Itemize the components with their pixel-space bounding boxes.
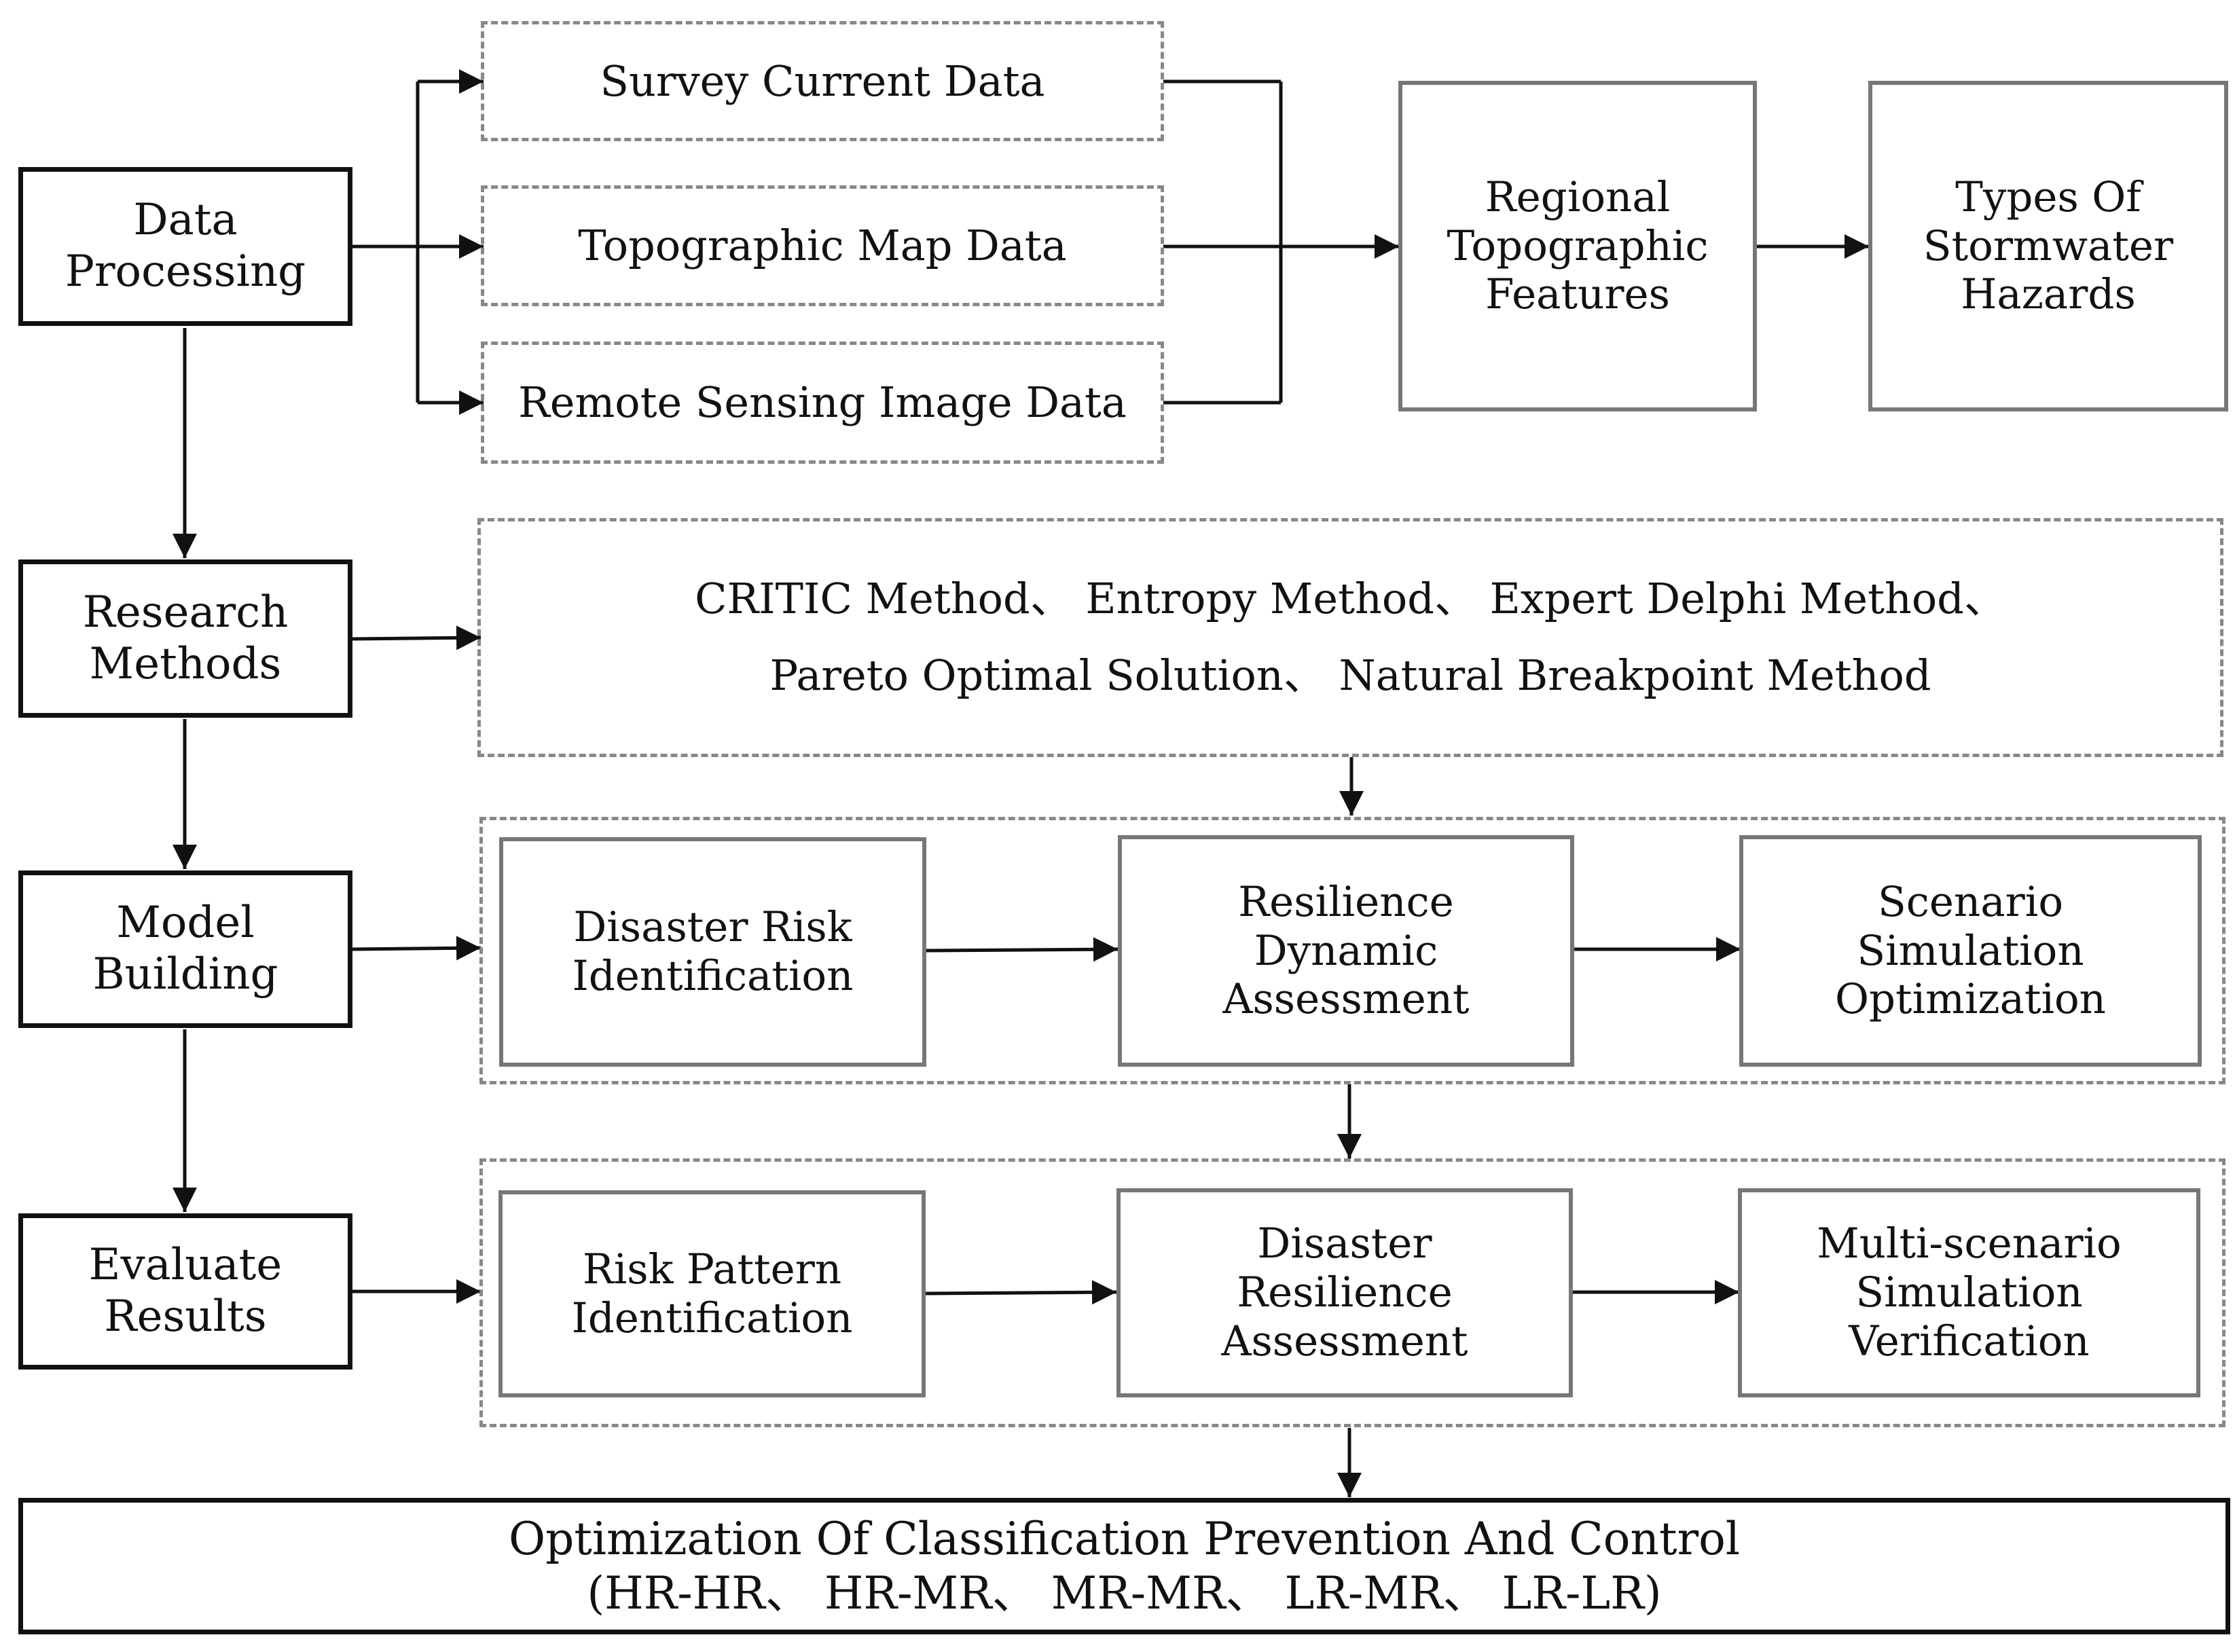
arrow-risk-to-resilience xyxy=(924,937,1119,962)
stage-evaluate-results-label: Evaluate Results xyxy=(88,1240,283,1342)
data-source-survey: Survey Current Data xyxy=(481,21,1164,141)
disaster-resilience-assessment-label: Disaster Resilience Assessment xyxy=(1221,1219,1468,1365)
outcome-line-1: Optimization Of Classification Preventio… xyxy=(509,1513,1740,1566)
scenario-simulation-optimization-label: Scenario Simulation Optimization xyxy=(1835,877,2106,1024)
stormwater-hazard-types-label: Types Of Stormwater Hazards xyxy=(1923,172,2174,319)
arrow-pattern-to-disaster-resilience xyxy=(924,1280,1117,1305)
data-source-topographic-map-label: Topographic Map Data xyxy=(578,221,1067,271)
disaster-resilience-assessment-box: Disaster Resilience Assessment xyxy=(1116,1188,1573,1397)
disaster-risk-identification-box: Disaster Risk Identification xyxy=(499,837,926,1067)
multi-scenario-simulation-verification-box: Multi-scenario Simulation Verification xyxy=(1738,1188,2200,1397)
stormwater-hazard-types: Types Of Stormwater Hazards xyxy=(1868,81,2228,411)
disaster-risk-identification-label: Disaster Risk Identification xyxy=(572,903,854,1000)
stage-research-methods: Research Methods xyxy=(18,559,352,718)
methods-line-1: CRITIC Method、 Entropy Method、 Expert De… xyxy=(695,574,2006,624)
data-source-remote-sensing: Remote Sensing Image Data xyxy=(481,342,1164,464)
regional-topographic-features: Regional Topographic Features xyxy=(1398,81,1757,411)
arrow-model-to-panel xyxy=(350,936,481,961)
methods-line-2: Pareto Optimal Solution、 Natural Breakpo… xyxy=(769,650,1931,700)
model-building-panel xyxy=(479,817,2225,1084)
resilience-dynamic-assessment-label: Resilience Dynamic Assessment xyxy=(1222,877,1470,1024)
data-source-remote-sensing-label: Remote Sensing Image Data xyxy=(518,378,1127,428)
stage-data-processing-label: Data Processing xyxy=(65,195,306,297)
research-methods-panel: CRITIC Method、 Entropy Method、 Expert De… xyxy=(477,518,2223,757)
evaluate-results-panel xyxy=(479,1158,2225,1427)
data-source-survey-label: Survey Current Data xyxy=(600,56,1045,106)
stage-model-building-label: Model Building xyxy=(92,898,278,999)
scenario-simulation-optimization-box: Scenario Simulation Optimization xyxy=(1739,835,2202,1067)
stage-model-building: Model Building xyxy=(18,870,352,1028)
stage-research-methods-label: Research Methods xyxy=(82,587,289,689)
regional-topographic-features-label: Regional Topographic Features xyxy=(1447,172,1709,319)
multi-scenario-simulation-verification-label: Multi-scenario Simulation Verification xyxy=(1817,1219,2122,1365)
arrow-research-to-methods xyxy=(350,625,481,650)
stage-data-processing: Data Processing xyxy=(18,167,352,326)
resilience-dynamic-assessment-box: Resilience Dynamic Assessment xyxy=(1118,835,1574,1067)
risk-pattern-identification-box: Risk Pattern Identification xyxy=(498,1190,926,1397)
risk-pattern-identification-label: Risk Pattern Identification xyxy=(571,1245,853,1342)
outcome-line-2: (HR-HR、 HR-MR、 MR-MR、 LR-MR、 LR-LR) xyxy=(587,1566,1662,1619)
outcome-box: Optimization Of Classification Preventio… xyxy=(18,1498,2230,1634)
stage-evaluate-results: Evaluate Results xyxy=(18,1213,352,1370)
data-source-topographic-map: Topographic Map Data xyxy=(481,185,1164,306)
